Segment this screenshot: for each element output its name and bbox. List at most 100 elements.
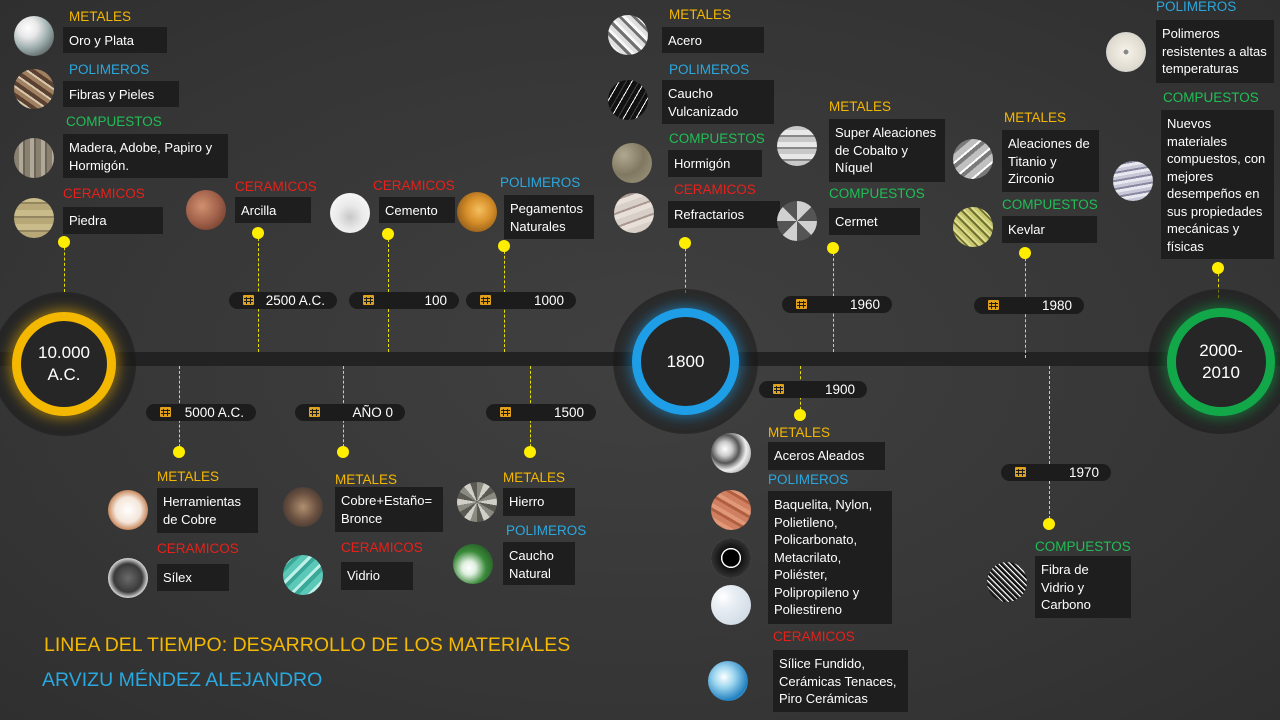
connector: [1218, 268, 1219, 298]
category-label: POLIMEROS: [669, 62, 750, 77]
timeline-dot: [173, 446, 185, 458]
date-pill: 1000: [466, 292, 576, 309]
new-composite-icon: [1113, 161, 1153, 201]
category-label: POLIMEROS: [1156, 0, 1237, 14]
material-box: Baquelita, Nylon, Polietileno, Policarbo…: [768, 491, 892, 624]
calendar-icon: [160, 407, 171, 417]
material-box: Fibras y Pieles: [63, 81, 179, 107]
era-circle-1800: 1800: [632, 308, 739, 415]
date-label: 1980: [1041, 298, 1072, 313]
connector: [685, 243, 686, 293]
material-box: Refractarios: [668, 201, 780, 228]
date-label: 1500: [553, 405, 584, 420]
calendar-icon: [480, 295, 491, 305]
timeline-dot: [1212, 262, 1224, 274]
wood-adobe-icon: [14, 138, 54, 178]
date-pill: 2500 A.C.: [229, 292, 337, 309]
calendar-icon: [773, 384, 784, 394]
connector: [64, 242, 65, 292]
refractory-icon: [614, 193, 654, 233]
material-box: Cermet: [829, 208, 920, 235]
category-label: METALES: [157, 469, 220, 484]
pellets-icon: [711, 585, 751, 625]
plastics-icon: [711, 490, 751, 530]
cermet-icon: [777, 201, 817, 241]
date-label: 1000: [533, 293, 564, 308]
material-box: Cemento: [379, 197, 455, 223]
calendar-icon: [1015, 467, 1026, 477]
timeline-dot: [794, 409, 806, 421]
timeline-dot: [679, 237, 691, 249]
heat-polymer-icon: [1106, 32, 1146, 72]
material-box: Aleaciones de Titanio y Zirconio: [1002, 130, 1099, 192]
timeline-dot: [337, 446, 349, 458]
gold-silver-icon: [14, 16, 54, 56]
material-box: Super Aleaciones de Cobalto y Níquel: [829, 119, 945, 182]
timeline-dot: [827, 242, 839, 254]
timeline-dot: [498, 240, 510, 252]
material-box: Herramientas de Cobre: [157, 488, 258, 533]
date-pill: AÑO 0: [295, 404, 405, 421]
calendar-icon: [243, 295, 254, 305]
category-label: POLIMEROS: [69, 62, 150, 77]
material-box: Pegamentos Naturales: [504, 195, 594, 239]
category-label: METALES: [335, 472, 398, 487]
material-box: Piedra: [63, 207, 163, 234]
alloy-steel-icon: [711, 433, 751, 473]
category-label: CERAMICOS: [63, 186, 145, 201]
calendar-icon: [796, 299, 807, 309]
category-label: COMPUESTOS: [66, 114, 162, 129]
connector: [1049, 366, 1050, 524]
category-label: COMPUESTOS: [1163, 90, 1259, 105]
category-label: METALES: [669, 7, 732, 22]
slide-title: LINEA DEL TIEMPO: DESARROLLO DE LOS MATE…: [44, 634, 571, 656]
category-label: METALES: [69, 9, 132, 24]
copper-tools-icon: [108, 490, 148, 530]
date-label: 1900: [824, 382, 855, 397]
category-label: COMPUESTOS: [829, 186, 925, 201]
material-box: Sílice Fundido, Cerámicas Tenaces, Piro …: [773, 650, 908, 712]
calendar-icon: [988, 300, 999, 310]
clay-icon: [186, 190, 226, 230]
titanium-icon: [953, 139, 993, 179]
material-box: Arcilla: [235, 197, 311, 223]
date-pill: 1960: [782, 296, 892, 313]
material-box: Hormigón: [668, 150, 762, 177]
glue-icon: [457, 192, 497, 232]
category-label: METALES: [503, 470, 566, 485]
category-label: METALES: [768, 425, 831, 440]
date-label: 2500 A.C.: [265, 293, 325, 308]
era-circle-10000ac: 10.000 A.C.: [12, 312, 116, 416]
material-box: Acero: [662, 27, 764, 53]
material-box: Sílex: [157, 564, 229, 591]
category-label: CERAMICOS: [157, 541, 239, 556]
concrete-icon: [612, 143, 652, 183]
bronze-icon: [283, 487, 323, 527]
timeline-dot: [58, 236, 70, 248]
timeline-dot: [382, 228, 394, 240]
date-label: 5000 A.C.: [184, 405, 244, 420]
date-pill: 100: [349, 292, 459, 309]
superalloy-icon: [777, 126, 817, 166]
material-box: Oro y Plata: [63, 27, 167, 53]
category-label: COMPUESTOS: [1035, 539, 1131, 554]
date-label: 100: [424, 293, 447, 308]
plastic-ring-icon: [711, 538, 751, 578]
category-label: POLIMEROS: [768, 472, 849, 487]
calendar-icon: [363, 295, 374, 305]
kevlar-icon: [953, 207, 993, 247]
material-box: Hierro: [503, 488, 575, 516]
material-box: Cobre+Estaño= Bronce: [335, 487, 443, 532]
date-pill: 1970: [1001, 464, 1111, 481]
category-label: POLIMEROS: [500, 175, 581, 190]
author-name: ARVIZU MÉNDEZ ALEJANDRO: [42, 669, 323, 691]
category-label: CERAMICOS: [773, 629, 855, 644]
date-label: 1970: [1068, 465, 1099, 480]
material-box: Caucho Natural: [503, 542, 575, 585]
timeline-dot: [1043, 518, 1055, 530]
timeline-dot: [1019, 247, 1031, 259]
timeline-dot: [524, 446, 536, 458]
era-circle-2000-2010: 2000- 2010: [1167, 308, 1275, 416]
category-label: CERAMICOS: [674, 182, 756, 197]
